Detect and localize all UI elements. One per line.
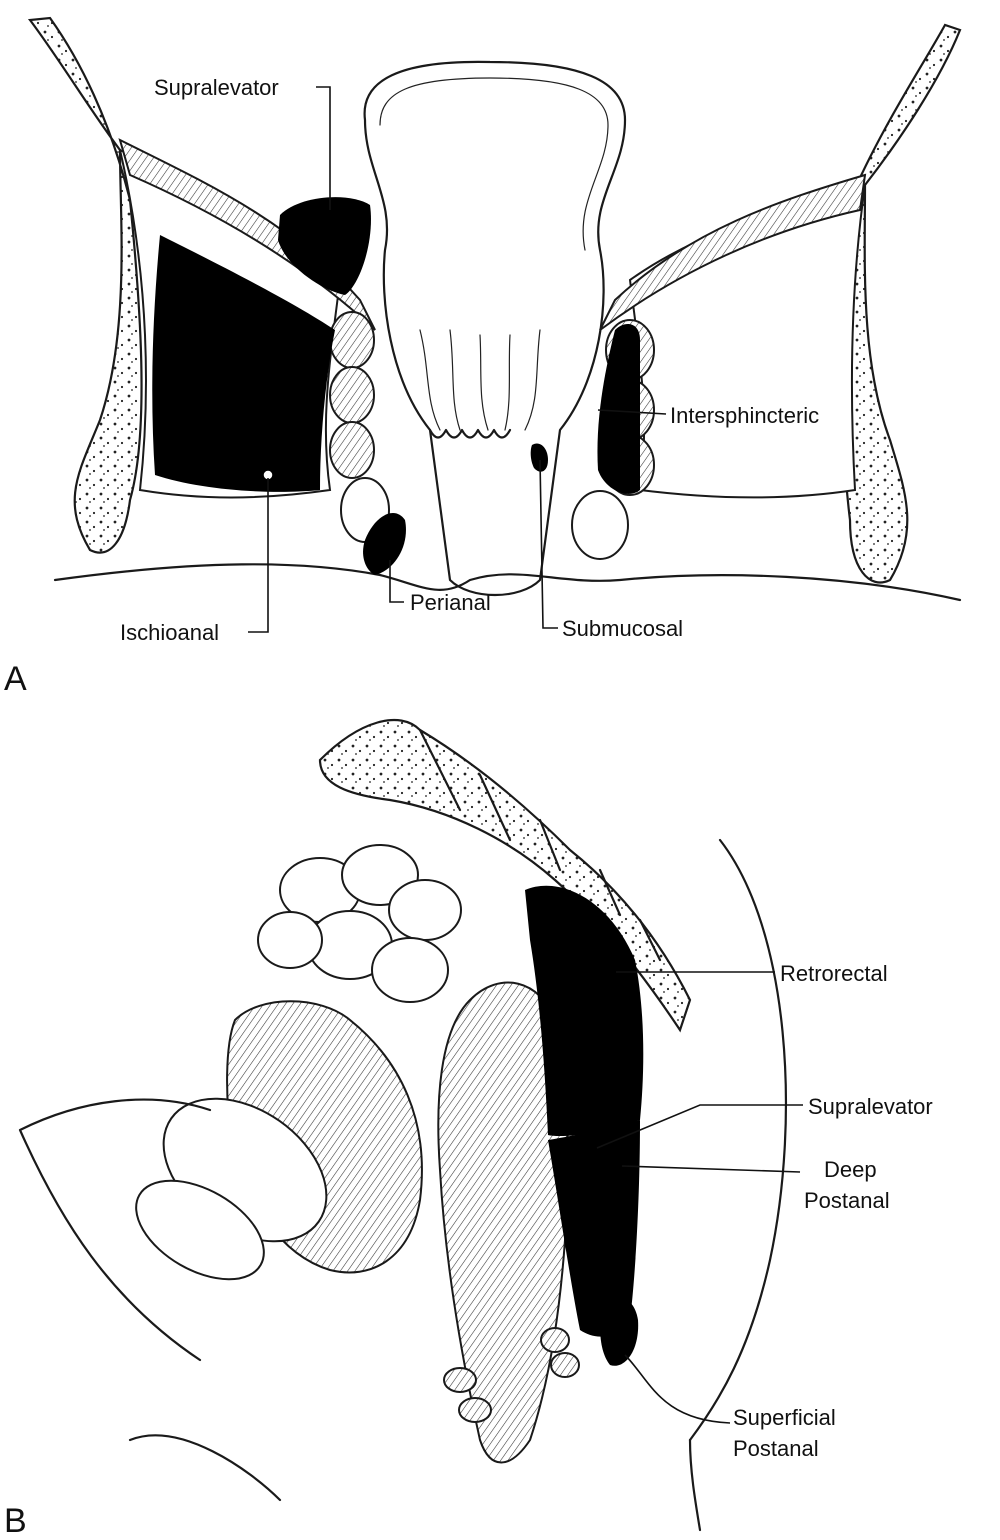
sphincter-blob-1 — [443, 1367, 477, 1393]
superficial-postanal-abscess — [600, 1296, 639, 1366]
supralevator-b-leader — [596, 1104, 803, 1149]
perianal-leader — [389, 560, 404, 603]
panel-letter-b: B — [4, 1502, 27, 1540]
sphincter-blob-3 — [540, 1327, 570, 1353]
bowel-loop-3 — [388, 879, 462, 941]
buttock-contour — [128, 1434, 702, 1532]
sphincter-blob-4 — [550, 1352, 580, 1378]
pubic-region — [135, 1179, 265, 1281]
panel-b: Retrorectal Supralevator Deep Postanal S… — [0, 700, 1000, 1540]
sacral-segment-lines — [418, 728, 662, 962]
left-sphincter-ring-2 — [329, 366, 375, 424]
label-intersphincteric: Intersphincteric — [670, 403, 819, 428]
deep-postanal-leader — [621, 1165, 801, 1173]
panel-letter-a: A — [4, 660, 27, 698]
right-subcutaneous-sphincter — [571, 490, 629, 560]
rectum-wall — [363, 60, 627, 596]
left-pelvic-bone — [27, 16, 143, 554]
submucosal-leader — [539, 459, 558, 629]
label-superficial-postanal-line1: Superficial — [733, 1405, 836, 1430]
sphincter-blob-2 — [458, 1397, 492, 1423]
bowel-loop-6 — [257, 911, 323, 969]
right-pelvic-bone — [841, 23, 962, 584]
label-supralevator-b: Supralevator — [808, 1094, 933, 1119]
back-contour — [688, 838, 787, 1442]
ischioanal-abscess — [152, 235, 335, 492]
supralevator-leader — [316, 86, 331, 210]
label-ischioanal: Ischioanal — [120, 620, 219, 645]
supralevator-abscess — [278, 197, 371, 295]
left-levator-ani — [118, 138, 376, 331]
intersphincteric-leader — [597, 409, 667, 415]
left-sphincter-ring-1 — [329, 311, 375, 369]
panel-a-illustration: Supralevator Intersphincteric Ischioanal… — [4, 16, 962, 698]
label-deep-postanal-line2: Postanal — [804, 1188, 890, 1213]
bowel-loop-5 — [371, 937, 449, 1003]
supralevator-deep-postanal-abscess — [548, 1120, 640, 1337]
ischioanal-leader — [248, 478, 269, 633]
left-sphincter-ring-3 — [329, 421, 375, 479]
label-perianal: Perianal — [410, 590, 491, 615]
panel-a: Supralevator Intersphincteric Ischioanal… — [0, 0, 1000, 700]
label-superficial-postanal-line2: Postanal — [733, 1436, 819, 1461]
superficial-postanal-leader — [624, 1354, 731, 1424]
sacrum — [318, 718, 692, 1033]
label-supralevator: Supralevator — [154, 75, 279, 100]
intersphincteric-abscess — [597, 324, 640, 494]
retrorectal-abscess — [525, 885, 644, 1137]
label-deep-postanal-line1: Deep — [824, 1157, 877, 1182]
rectum-inner-wall — [379, 77, 609, 251]
panel-b-illustration: Retrorectal Supralevator Deep Postanal S… — [4, 718, 933, 1540]
anterior-body-wall — [18, 1098, 212, 1362]
label-submucosal: Submucosal — [562, 616, 683, 641]
mucosal-folds — [419, 329, 541, 431]
label-retrorectal: Retrorectal — [780, 961, 888, 986]
perineal-skin-line — [53, 563, 962, 602]
submucosal-abscess — [530, 443, 548, 472]
perianal-abscess — [363, 512, 406, 575]
anal-canal-teeth — [428, 428, 512, 439]
